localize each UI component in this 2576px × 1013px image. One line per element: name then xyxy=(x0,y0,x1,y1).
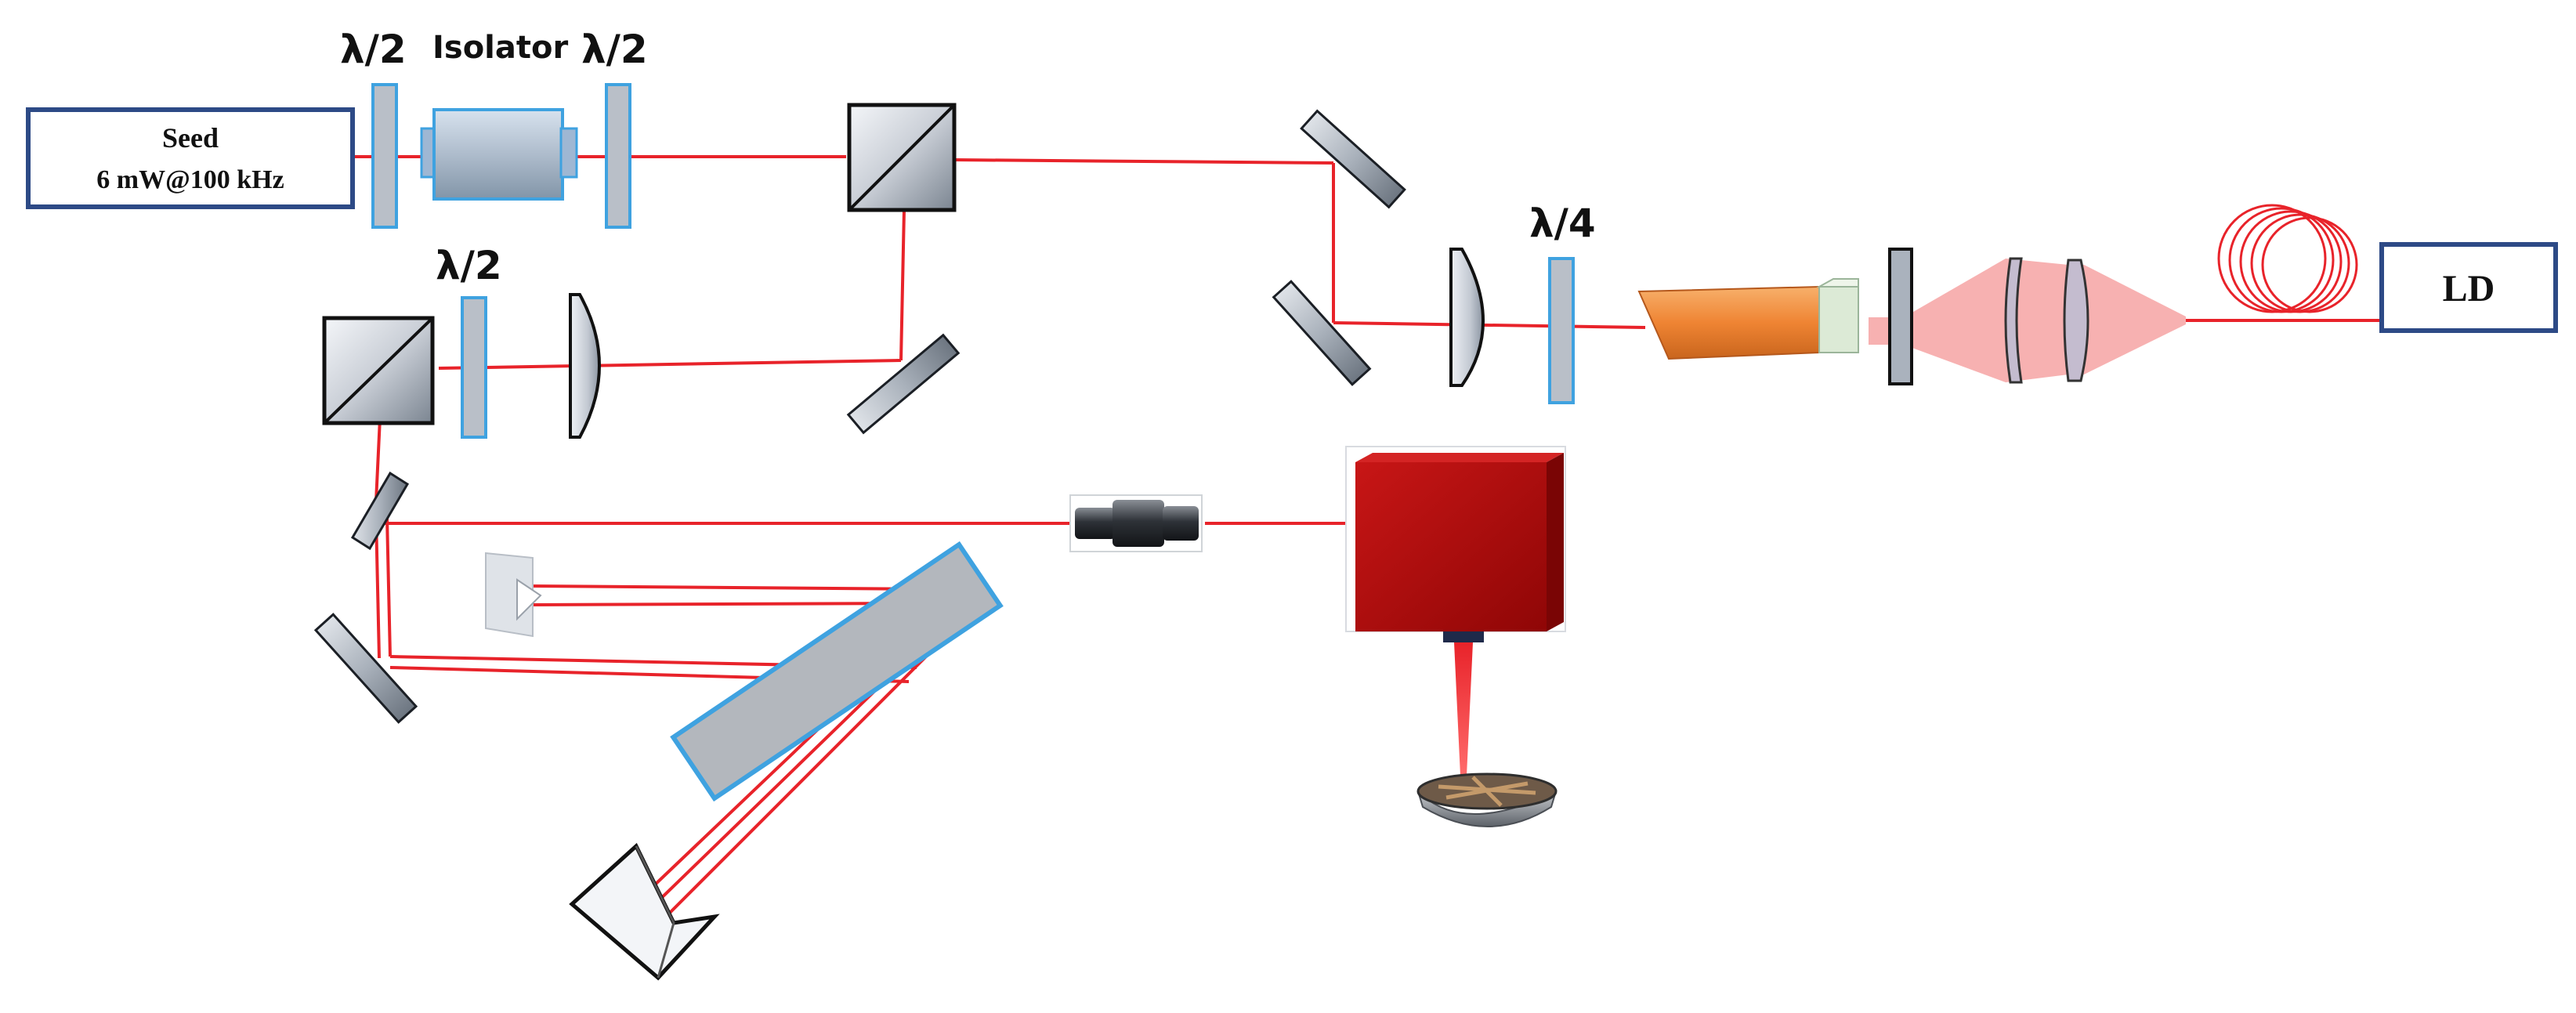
seed-label: Seed xyxy=(162,122,219,154)
fiber-coil-icon xyxy=(2217,204,2358,313)
return-lens xyxy=(569,293,601,439)
amplifier-lens xyxy=(1449,248,1485,387)
seed-laser-box: Seed 6 mW@100 kHz xyxy=(26,107,355,209)
fold-mirror-top-right xyxy=(1300,109,1406,209)
compressor-vertical-beam-b xyxy=(385,516,392,657)
polarizing-beam-splitter-2 xyxy=(322,316,435,425)
diffraction-grating xyxy=(670,541,1004,802)
bs-down-beam xyxy=(899,209,906,361)
quarter-wave-plate xyxy=(1548,257,1575,404)
qwp-label: λ/4 xyxy=(1529,201,1596,246)
half-wave-plate-2 xyxy=(605,83,631,229)
half-wave-plate-1 xyxy=(371,83,398,229)
isolator-label: Isolator xyxy=(432,30,568,66)
objective-lens xyxy=(1069,494,1203,552)
grating-to-roof-beam-b xyxy=(664,649,934,918)
ld-label: LD xyxy=(2443,268,2495,309)
beam-to-fold-mirror xyxy=(953,158,1334,165)
return-beam xyxy=(438,359,902,370)
seed-spec: 6 mW@100 kHz xyxy=(96,165,284,194)
polarizing-beam-splitter-1 xyxy=(847,103,957,212)
hwp-2-label: λ/2 xyxy=(581,27,648,72)
amp-beam xyxy=(1333,321,1646,329)
compressor-beam-4 xyxy=(532,602,925,606)
laser-diode-box: LD xyxy=(2379,242,2558,333)
compressor-fold-mirror xyxy=(313,613,418,724)
focused-beam xyxy=(1454,642,1473,776)
optical-isolator xyxy=(420,108,578,201)
pump-lens-2 xyxy=(2063,259,2089,382)
pump-lens-1 xyxy=(2004,257,2023,384)
compressor-retroreflector-small xyxy=(485,552,542,638)
compressor-vertical-beam-a xyxy=(374,516,381,659)
fold-mirror-bottom-right xyxy=(1272,280,1372,386)
gain-crystal xyxy=(1637,278,1859,360)
hwp-1-label: λ/2 xyxy=(340,27,407,72)
compressor-beam-3 xyxy=(532,584,933,591)
galvo-scanner-head xyxy=(1345,446,1566,642)
hwp-3-label: λ/2 xyxy=(436,243,502,288)
pickoff-mirror xyxy=(350,471,410,551)
roof-prism-retroreflector xyxy=(569,842,720,981)
half-wave-plate-3 xyxy=(461,296,487,439)
return-fold-mirror xyxy=(846,333,961,435)
pump-light-cone-right xyxy=(2068,265,2186,374)
sample-dish xyxy=(1416,772,1558,827)
dichroic-mirror xyxy=(1888,248,1913,385)
